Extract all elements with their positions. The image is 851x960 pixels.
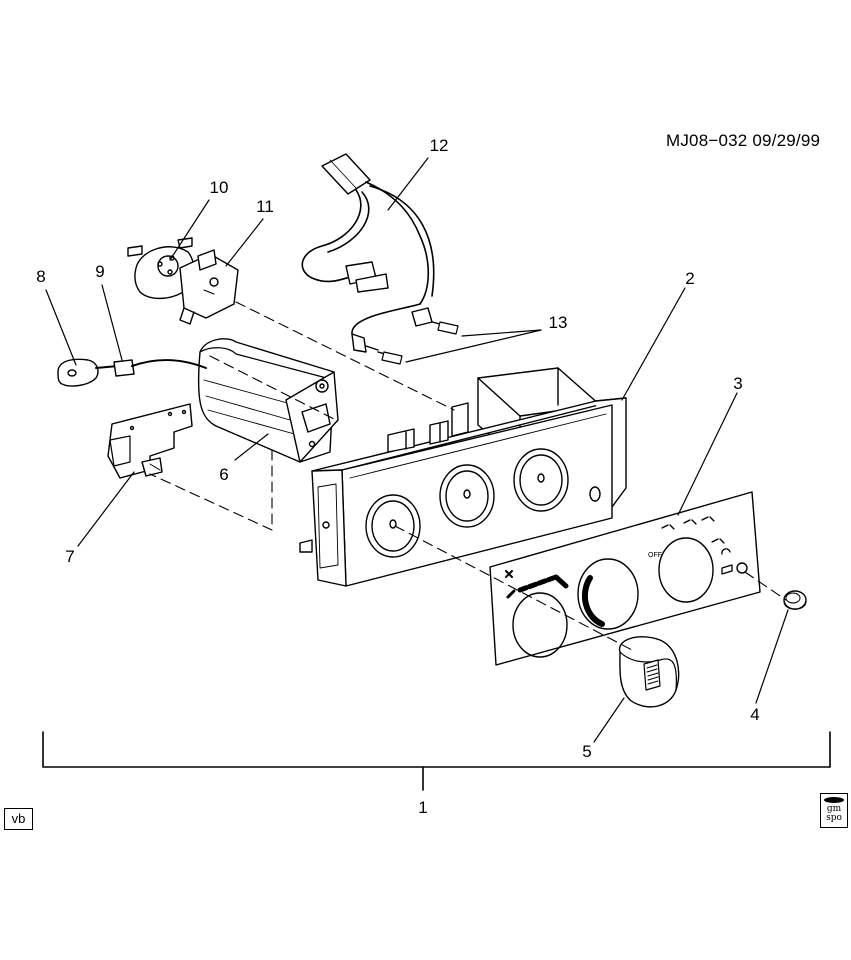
callout-4: 4 xyxy=(750,705,759,724)
control-housing xyxy=(299,367,627,587)
assembly-lines xyxy=(149,301,787,651)
blower-resistor xyxy=(127,237,195,299)
callout-13: 13 xyxy=(549,313,568,332)
cable-assembly xyxy=(57,358,207,387)
gm-spo-logo: gm spo xyxy=(820,793,848,828)
leader-lines xyxy=(45,157,789,743)
callout-12: 12 xyxy=(430,136,449,155)
callout-8: 8 xyxy=(36,267,45,286)
vb-stamp: vb xyxy=(4,808,33,830)
wiring-harness xyxy=(301,153,459,365)
assembly-bracket xyxy=(42,731,831,791)
callout-5: 5 xyxy=(582,742,591,761)
callout-7: 7 xyxy=(65,547,74,566)
callout-1: 1 xyxy=(418,798,427,817)
plug-button xyxy=(783,590,807,610)
bracket-switch xyxy=(107,403,193,479)
callout-10: 10 xyxy=(210,178,229,197)
callout-2: 2 xyxy=(685,269,694,288)
callout-9: 9 xyxy=(95,262,104,281)
off-label: OFF xyxy=(648,552,662,559)
callout-6: 6 xyxy=(219,465,228,484)
callout-11: 11 xyxy=(256,197,274,216)
drawing-code: MJ08−032 09/29/99 xyxy=(666,131,821,150)
switch-module xyxy=(197,338,339,463)
callout-3: 3 xyxy=(733,374,742,393)
control-faceplate: OFF xyxy=(489,491,761,666)
callout-labels: 1 2 3 4 5 6 7 8 9 10 11 12 13 xyxy=(36,136,759,817)
control-knob xyxy=(618,636,680,708)
actuator xyxy=(179,249,239,325)
